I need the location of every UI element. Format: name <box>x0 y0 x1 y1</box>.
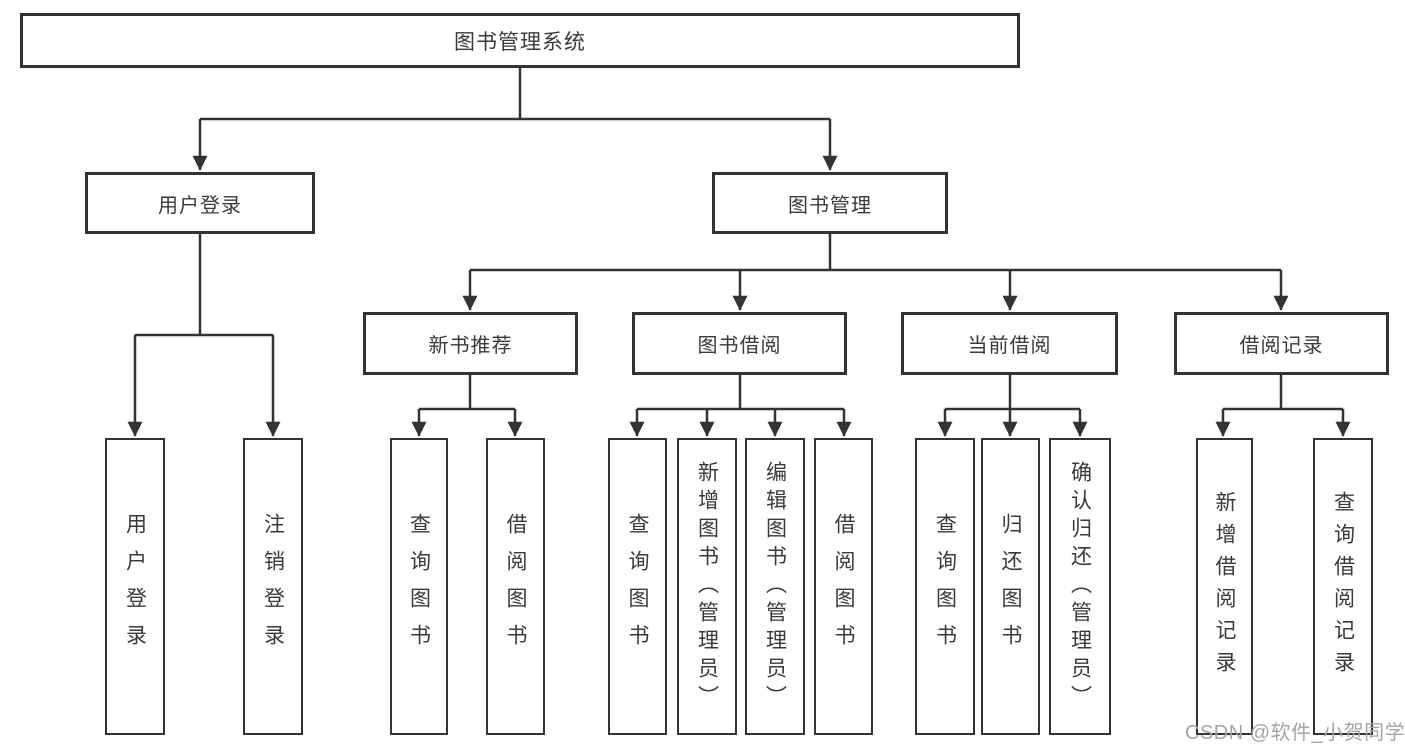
leaf-return-books: 归还图书 <box>981 438 1040 735</box>
leaf-add-books-admin: 新增图书（管理员） <box>677 438 737 735</box>
leaf-label: 确认归还（管理员） <box>1068 460 1092 713</box>
leaf-edit-books-admin: 编辑图书（管理员） <box>745 438 805 735</box>
node-label: 图书管理 <box>788 194 872 217</box>
leaf-query-books-current: 查询图书 <box>915 438 975 735</box>
node-current-borrow: 当前借阅 <box>901 312 1118 375</box>
leaf-label: 新增借阅记录 <box>1213 490 1236 683</box>
leaf-query-books-recommend: 查询图书 <box>390 438 448 735</box>
leaf-label: 编辑图书（管理员） <box>763 460 787 713</box>
leaf-label: 查询图书 <box>626 512 649 661</box>
leaf-borrow-books: 借阅图书 <box>814 438 873 735</box>
leaf-label: 查询借阅记录 <box>1331 490 1355 683</box>
node-label: 新书推荐 <box>428 335 513 357</box>
node-user-login: 用户登录 <box>85 172 315 234</box>
node-borrow-records: 借阅记录 <box>1174 312 1389 375</box>
leaf-label: 借阅图书 <box>832 512 855 661</box>
leaf-label: 注销登录 <box>261 512 285 661</box>
leaf-query-books-borrow: 查询图书 <box>608 438 667 735</box>
leaf-label: 归还图书 <box>999 512 1022 661</box>
node-new-book-recommend: 新书推荐 <box>363 312 578 375</box>
leaf-label: 新增图书（管理员） <box>695 460 719 713</box>
leaf-label: 借阅图书 <box>504 512 527 661</box>
leaf-user-login: 用户登录 <box>105 438 165 735</box>
leaf-logout: 注销登录 <box>243 438 303 735</box>
node-label: 借阅记录 <box>1239 335 1324 357</box>
leaf-label: 查询图书 <box>407 512 431 661</box>
node-label: 图书管理系统 <box>454 30 586 54</box>
leaf-borrow-books-recommend: 借阅图书 <box>486 438 545 735</box>
node-label: 当前借阅 <box>967 335 1052 357</box>
node-label: 图书借阅 <box>697 335 782 357</box>
leaf-label: 用户登录 <box>123 512 147 661</box>
leaf-label: 查询图书 <box>933 512 957 661</box>
node-book-borrow: 图书借阅 <box>632 312 847 375</box>
csdn-watermark: CSDN @软件_小贺同学 <box>1185 722 1405 744</box>
leaf-confirm-return-admin: 确认归还（管理员） <box>1049 438 1111 735</box>
node-book-management: 图书管理 <box>712 172 948 234</box>
leaf-query-borrow-record: 查询借阅记录 <box>1313 438 1373 735</box>
leaf-add-borrow-record: 新增借阅记录 <box>1196 438 1253 735</box>
node-library-management-system: 图书管理系统 <box>20 13 1020 68</box>
node-label: 用户登录 <box>158 194 242 217</box>
